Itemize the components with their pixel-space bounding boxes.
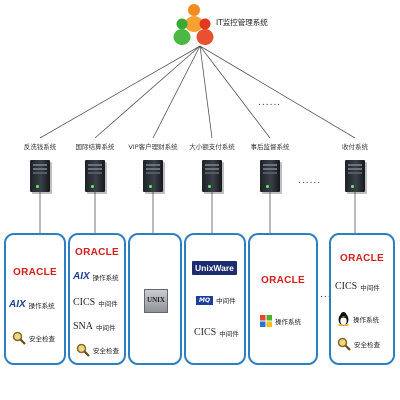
oracle-logo: ORACLE	[260, 275, 306, 286]
middleware-label: 中间件	[219, 329, 239, 338]
connector-line	[39, 45, 201, 139]
magnifier-icon	[76, 343, 90, 357]
cics-logo: CICS	[335, 281, 358, 292]
oracle-logo: ORACLE	[74, 247, 120, 258]
server-icon	[30, 160, 50, 192]
system-label: 事后监督系统	[250, 143, 290, 151]
server-icon	[260, 160, 280, 192]
server-icon	[85, 160, 105, 192]
middleware-label: 中间件	[96, 323, 116, 332]
os-label: 操作系统	[28, 301, 55, 310]
cics-logo: CICS	[194, 327, 217, 338]
connector-line	[199, 45, 356, 139]
os-label: 操作系统	[353, 315, 379, 324]
windows-logo-icon	[260, 315, 272, 327]
system-label: 反洗钱系统	[23, 143, 57, 151]
security-label: 安全检查	[29, 335, 55, 343]
system-label: 收付系统	[342, 143, 368, 151]
connector-line	[199, 45, 213, 139]
magnifier-icon	[12, 331, 26, 345]
cics-logo: CICS	[73, 297, 96, 308]
middleware-label: 中间件	[360, 283, 380, 292]
system-label: 国际结算系统	[75, 143, 115, 151]
platform-panel: UNIX	[128, 233, 182, 365]
top-ellipsis: ......	[258, 98, 282, 108]
connector-line	[199, 45, 271, 139]
connector-line	[94, 45, 201, 139]
oracle-logo: ORACLE	[339, 253, 385, 264]
aix-logo: AIX	[9, 299, 26, 310]
mq-logo: MQ	[196, 295, 214, 305]
platform-panel: ORACLE AIX 操作系统 安全检查	[4, 233, 66, 365]
server-icon	[345, 160, 365, 192]
server-icon	[143, 160, 163, 192]
server-icon	[202, 160, 222, 192]
sna-logo: SNA	[73, 321, 94, 332]
security-label: 安全检查	[93, 347, 119, 355]
monitoring-people-logo-icon	[173, 4, 214, 45]
connector-line	[152, 45, 201, 139]
platform-panel: ORACLE 操作系统	[248, 233, 318, 365]
diagram-title: IT监控管理系统	[216, 18, 268, 27]
system-label: 大小额支付系统	[189, 143, 235, 151]
middleware-label: 中间件	[98, 299, 118, 308]
os-label: 操作系统	[92, 273, 119, 282]
middle-ellipsis: ......	[298, 176, 322, 186]
linux-penguin-icon	[338, 312, 349, 326]
platform-panel: ORACLE AIX 操作系统 CICS 中间件 SNA 中间件 安全检查	[68, 233, 126, 365]
unixware-logo: UnixWare	[192, 261, 237, 275]
platform-panel: UnixWare MQ 中间件 CICS 中间件	[184, 233, 246, 365]
platform-panel: ORACLE CICS 中间件 操作系统 安全检查	[329, 233, 395, 365]
security-label: 安全检查	[354, 341, 380, 349]
middleware-label: 中间件	[216, 297, 236, 305]
aix-logo: AIX	[73, 271, 90, 282]
unix-logo-icon: UNIX	[144, 289, 168, 313]
oracle-logo: ORACLE	[12, 267, 58, 278]
system-label: VIP客户理财系统	[128, 143, 178, 151]
os-label: 操作系统	[275, 318, 301, 326]
magnifier-icon	[337, 337, 351, 351]
